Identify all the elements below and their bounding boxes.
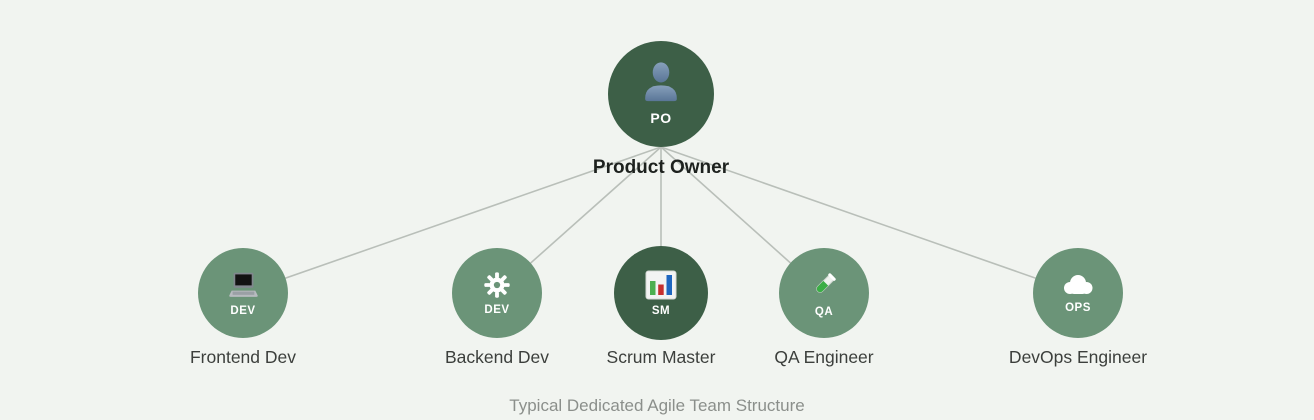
- person-icon: [638, 59, 684, 103]
- devops-engineer-label: DevOps Engineer: [1008, 347, 1148, 367]
- scrum-master-label: Scrum Master: [606, 347, 716, 367]
- frontend-dev-circle[interactable]: DEV: [198, 248, 288, 338]
- frontend-dev-label: Frontend Dev: [189, 347, 297, 367]
- cloud-icon: [1060, 272, 1096, 297]
- qa-engineer-circle[interactable]: QA: [779, 248, 869, 338]
- node-scrum-master[interactable]: SM: [614, 246, 708, 340]
- node-badge: SM: [651, 304, 671, 317]
- node-backend-dev[interactable]: DEV: [452, 248, 542, 338]
- gear-icon: [483, 271, 511, 299]
- node-qa-engineer[interactable]: QA: [779, 248, 869, 338]
- node-devops-engineer[interactable]: OPS: [1033, 248, 1123, 338]
- product-owner-circle[interactable]: PO: [608, 41, 714, 147]
- bar-chart-icon: [645, 270, 677, 300]
- product-owner-label: Product Owner: [592, 157, 730, 178]
- chart-caption: Typical Dedicated Agile Team Structure: [509, 396, 805, 415]
- backend-dev-circle[interactable]: DEV: [452, 248, 542, 338]
- laptop-icon: [226, 270, 260, 300]
- backend-dev-label: Backend Dev: [444, 347, 550, 367]
- test-tube-icon: [808, 269, 840, 301]
- node-badge: QA: [814, 305, 834, 318]
- qa-engineer-label: QA Engineer: [774, 347, 874, 367]
- node-badge: PO: [650, 109, 672, 126]
- node-badge: DEV: [230, 304, 256, 317]
- node-product-owner[interactable]: PO: [608, 41, 714, 147]
- node-frontend-dev[interactable]: DEV: [198, 248, 288, 338]
- node-badge: DEV: [484, 303, 510, 316]
- scrum-master-circle[interactable]: SM: [614, 246, 708, 340]
- node-badge: OPS: [1065, 302, 1091, 314]
- devops-engineer-circle[interactable]: OPS: [1033, 248, 1123, 338]
